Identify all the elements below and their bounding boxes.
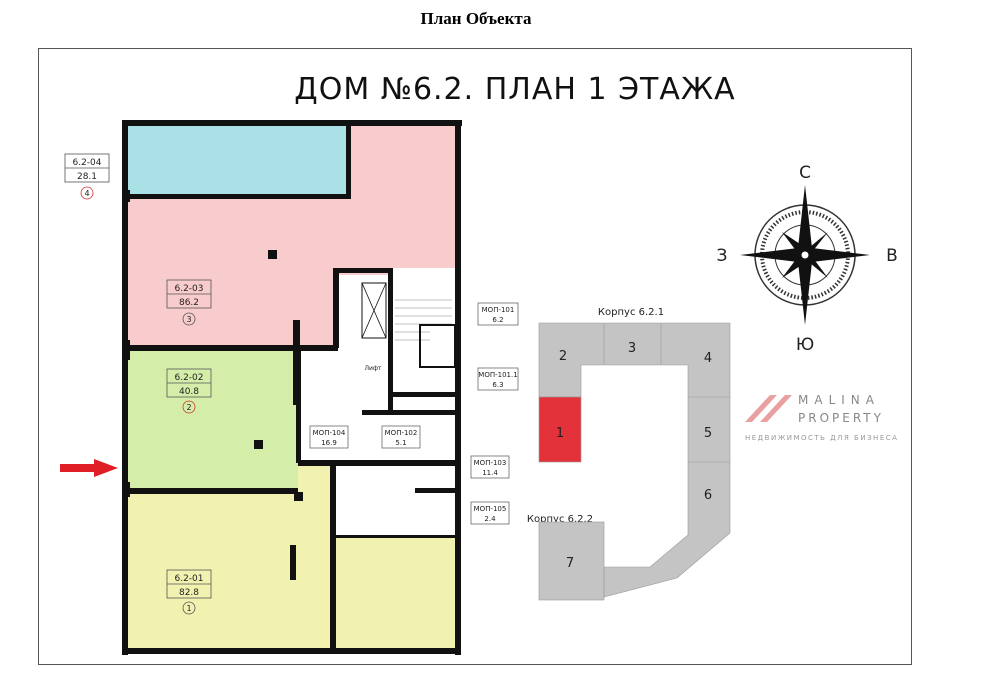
room-label-6-2-01: 6.2-01 82.8 1 xyxy=(166,569,212,615)
svg-text:4: 4 xyxy=(704,351,712,366)
mop-105-label: МОП-105 2.4 xyxy=(470,501,510,525)
svg-text:МОП-104: МОП-104 xyxy=(313,429,346,437)
svg-text:16.9: 16.9 xyxy=(321,439,337,447)
mop-101-1-label: МОП-101.1 6.3 xyxy=(477,367,519,391)
svg-text:3: 3 xyxy=(628,341,636,356)
plan-frame xyxy=(38,48,912,665)
stairs xyxy=(395,299,452,341)
svg-text:МОП-105: МОП-105 xyxy=(474,505,507,513)
svg-text:6.3: 6.3 xyxy=(492,381,503,389)
malina-logo-icon xyxy=(745,395,792,422)
svg-text:7: 7 xyxy=(566,556,574,571)
room-6-2-02 xyxy=(128,350,298,490)
building-6-2-2-label: Корпус 6.2.2 xyxy=(527,514,593,525)
svg-text:Ю: Ю xyxy=(796,335,814,355)
document-title: План Объекта xyxy=(420,9,532,28)
room-label-6-2-03: 6.2-03 86.2 3 xyxy=(166,279,212,326)
mop-102-label: МОП-102 5.1 xyxy=(381,425,421,449)
svg-text:МОП-101.1: МОП-101.1 xyxy=(478,371,517,379)
walls xyxy=(122,120,462,655)
svg-text:1: 1 xyxy=(556,426,564,441)
svg-text:МОП-101: МОП-101 xyxy=(482,306,515,314)
svg-text:40.8: 40.8 xyxy=(179,387,199,397)
malina-property-watermark: MALINA PROPERTY НЕДВИЖИМОСТЬ ДЛЯ БИЗНЕСА xyxy=(745,393,898,442)
svg-text:МОП-102: МОП-102 xyxy=(385,429,418,437)
svg-text:PROPERTY: PROPERTY xyxy=(798,411,884,425)
room-6-2-04 xyxy=(128,125,348,195)
svg-text:86.2: 86.2 xyxy=(179,298,199,308)
svg-text:2: 2 xyxy=(186,403,191,412)
room-label-6-2-02: 6.2-02 40.8 2 xyxy=(166,368,212,414)
svg-text:В: В xyxy=(886,246,898,266)
svg-text:НЕДВИЖИМОСТЬ ДЛЯ БИЗНЕСА: НЕДВИЖИМОСТЬ ДЛЯ БИЗНЕСА xyxy=(745,434,898,442)
svg-text:MALINA: MALINA xyxy=(798,393,880,407)
svg-text:6.2-01: 6.2-01 xyxy=(174,574,203,584)
room-label-6-2-04: 6.2-04 28.1 4 xyxy=(64,153,110,200)
svg-text:МОП-103: МОП-103 xyxy=(474,459,507,467)
site-section-1-highlighted xyxy=(538,396,582,463)
svg-text:4: 4 xyxy=(84,189,89,198)
entrance-arrow-icon xyxy=(60,459,118,477)
room-6-2-03 xyxy=(128,125,458,345)
svg-text:6: 6 xyxy=(704,488,712,503)
plan-title: ДОМ №6.2. ПЛАН 1 ЭТАЖА xyxy=(294,72,735,107)
svg-text:1: 1 xyxy=(186,604,191,613)
svg-text:6.2-04: 6.2-04 xyxy=(72,158,101,168)
site-plan: Корпус 6.2.1 Корпус 6.2.2 1 2 3 4 5 6 7 xyxy=(527,307,731,601)
elevator-label: Лифт xyxy=(364,365,382,372)
svg-text:6.2-03: 6.2-03 xyxy=(174,284,203,294)
svg-text:С: С xyxy=(799,163,811,183)
svg-text:6.2: 6.2 xyxy=(492,316,503,324)
svg-text:11.4: 11.4 xyxy=(482,469,498,477)
svg-text:З: З xyxy=(717,246,728,266)
compass-rose-icon: С Ю З В xyxy=(717,163,898,355)
svg-text:82.8: 82.8 xyxy=(179,588,199,598)
svg-text:3: 3 xyxy=(186,315,191,324)
svg-text:6.2-02: 6.2-02 xyxy=(174,373,203,383)
svg-text:2: 2 xyxy=(559,349,567,364)
svg-text:2.4: 2.4 xyxy=(484,515,496,523)
mop-104-label: МОП-104 16.9 xyxy=(309,425,349,449)
mop-101-label: МОП-101 6.2 xyxy=(477,302,519,326)
mop-103-label: МОП-103 11.4 xyxy=(470,455,510,479)
building-6-2-1-label: Корпус 6.2.1 xyxy=(598,307,664,318)
svg-text:28.1: 28.1 xyxy=(77,172,97,182)
svg-text:5: 5 xyxy=(704,426,712,441)
svg-text:5.1: 5.1 xyxy=(395,439,406,447)
